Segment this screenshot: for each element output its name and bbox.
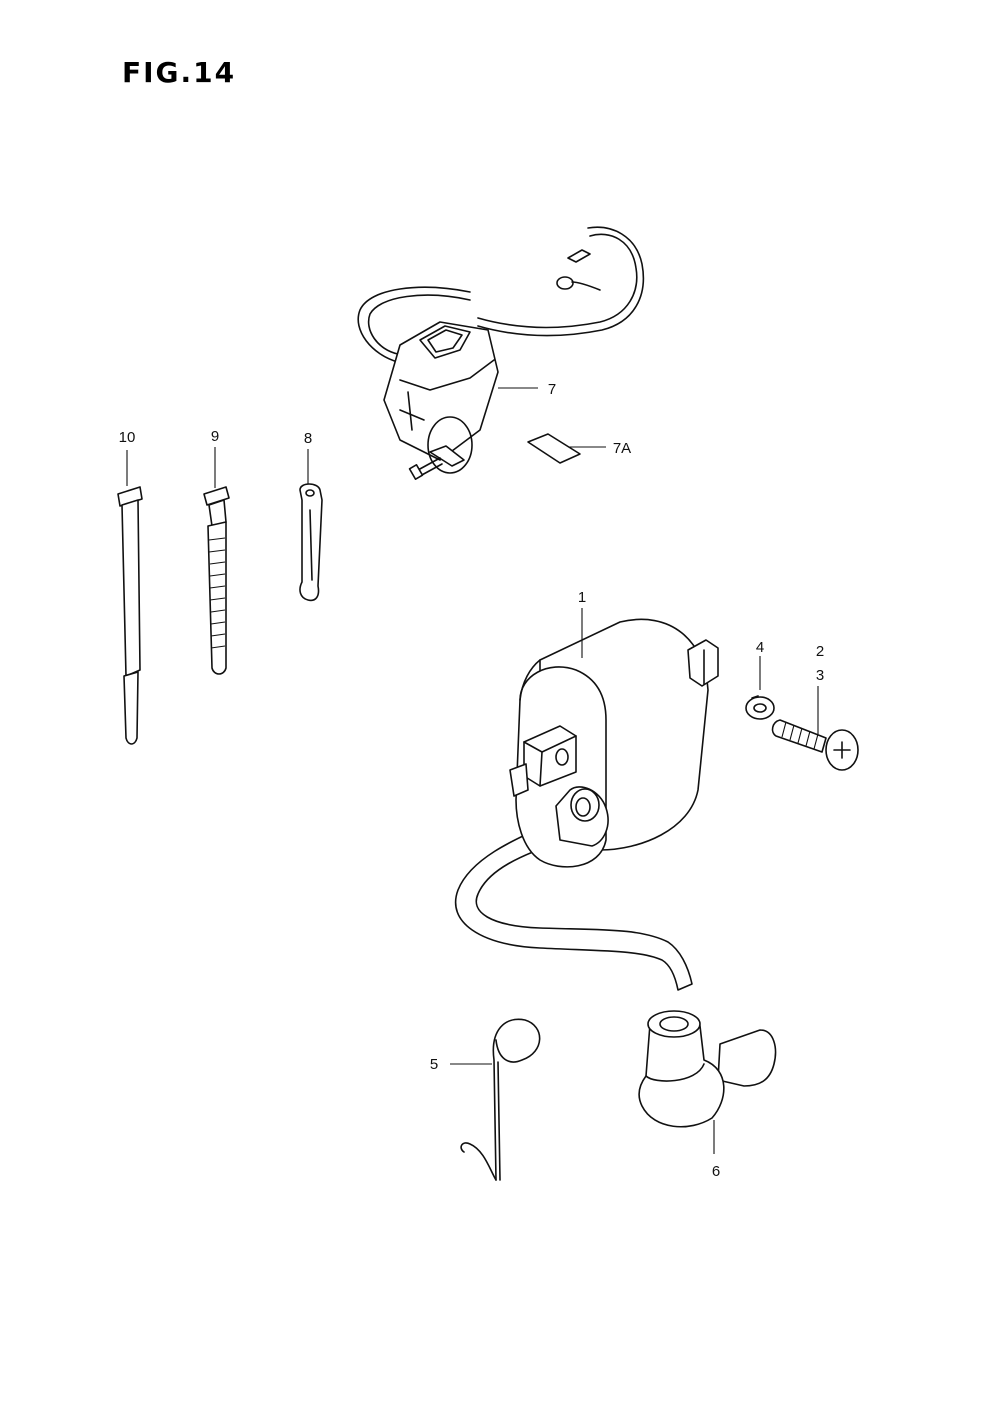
lock-washer: [745, 656, 775, 720]
figure-title: FIG.14: [122, 56, 237, 89]
label-part-3: 3: [816, 667, 824, 684]
label-part-7a: 7A: [613, 440, 631, 457]
screw: [771, 686, 859, 771]
ignition-coil: [454, 608, 719, 991]
part-labels: 1 2 3 4 5 6 7 7A 8 9 10: [119, 381, 825, 1180]
label-part-6: 6: [712, 1163, 720, 1180]
label-sticker: [527, 433, 606, 464]
label-part-9: 9: [211, 428, 219, 445]
spring-clip: [450, 1018, 541, 1181]
label-part-1: 1: [578, 589, 586, 606]
cable-tie-short: [203, 447, 230, 675]
label-part-10: 10: [119, 429, 136, 446]
label-part-8: 8: [304, 430, 312, 447]
label-part-5: 5: [430, 1056, 438, 1073]
label-part-7: 7: [548, 381, 556, 398]
label-part-4: 4: [756, 639, 764, 656]
engine-stop-switch: [357, 226, 645, 480]
spark-plug-cap: [638, 1010, 777, 1154]
label-part-2: 2: [816, 643, 824, 660]
cable-tie-long: [117, 450, 143, 745]
wire-clamp: [299, 449, 323, 602]
